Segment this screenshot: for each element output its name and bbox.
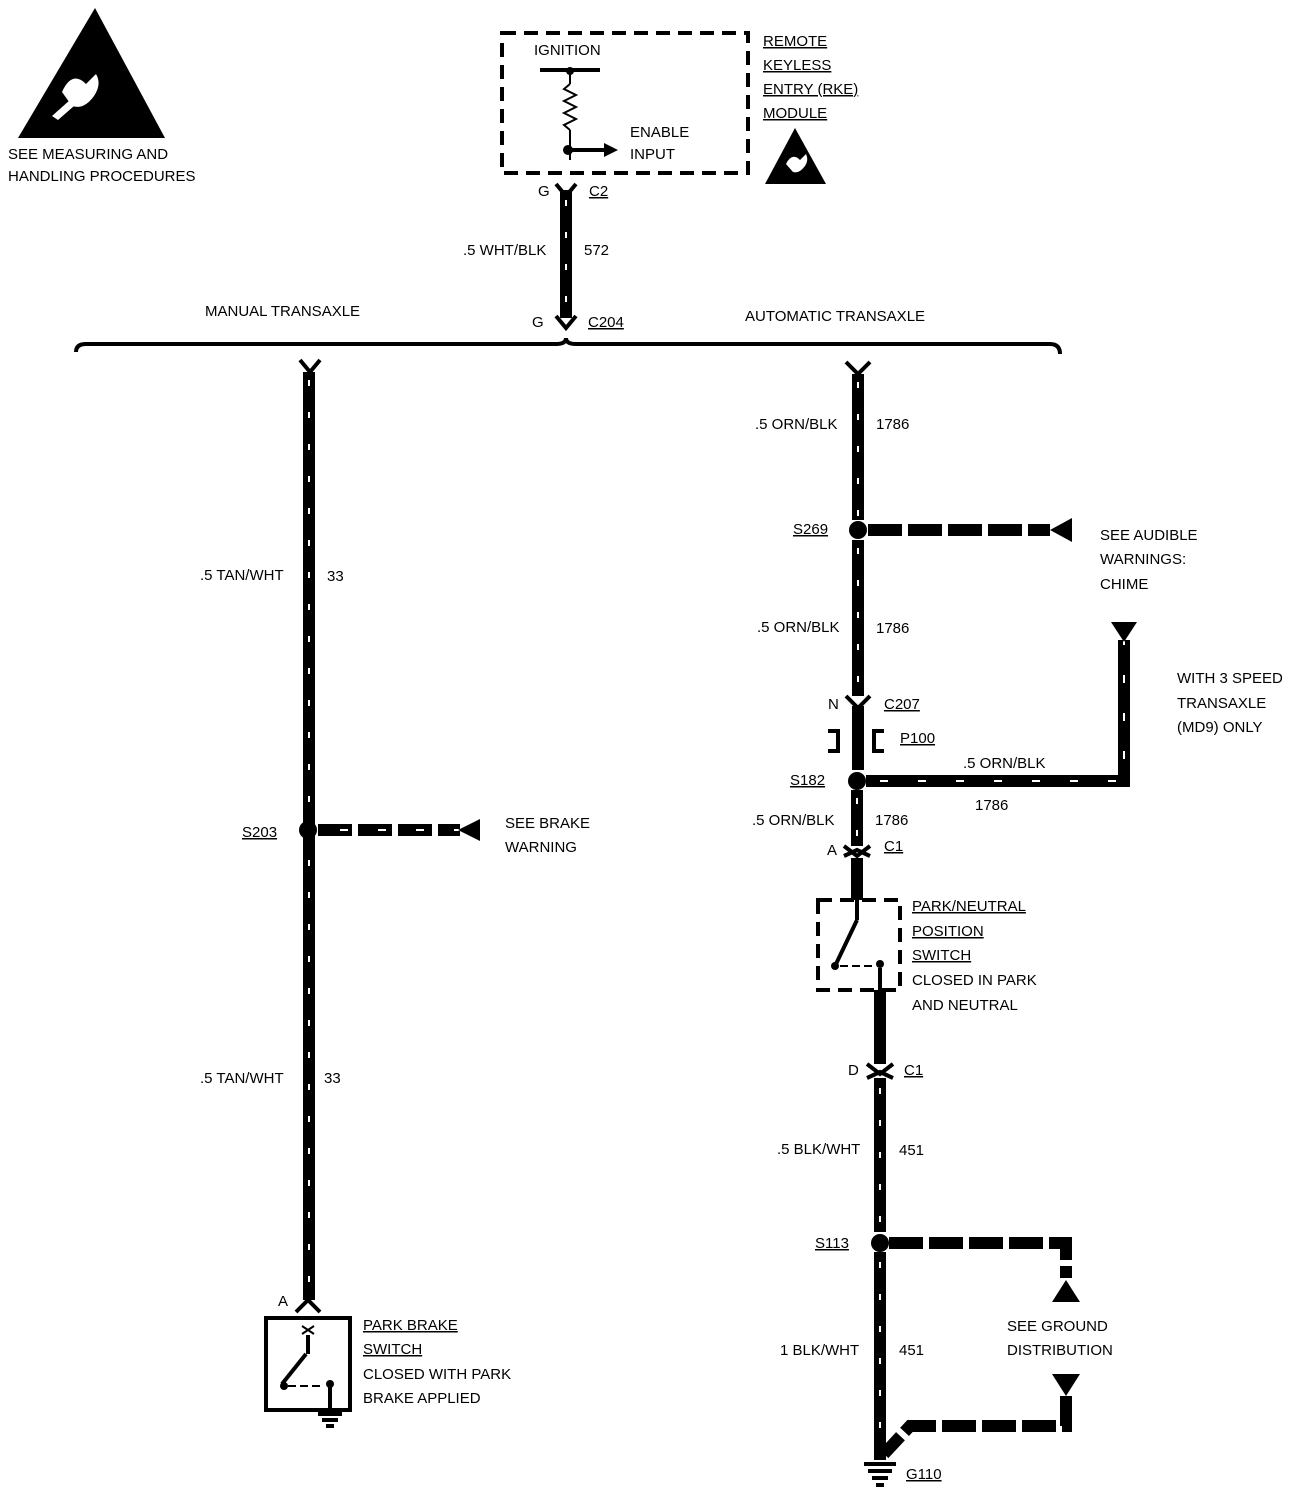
esd-notice-line2: HANDLING PROCEDURES: [8, 168, 196, 185]
wire-572-gauge: .5 WHT/BLK: [463, 242, 546, 259]
arrow-left-icon: [458, 819, 480, 841]
s182-label: S182: [790, 772, 825, 789]
wire-451-a-circuit: 451: [899, 1142, 924, 1159]
wire-33-bottom-circuit: 33: [324, 1070, 341, 1087]
park-brake-desc-line2: BRAKE APPLIED: [363, 1390, 481, 1407]
brake-warning-line1: SEE BRAKE: [505, 815, 590, 832]
c207-name: C207: [884, 696, 920, 713]
rke-module-box: [500, 31, 750, 175]
c204-name: C204: [588, 314, 624, 331]
brake-warning-line2: WARNING: [505, 839, 577, 856]
splice-s182: [848, 772, 866, 790]
enable-input-line2: INPUT: [630, 146, 675, 163]
enable-arrow-icon: [604, 143, 618, 157]
ground-return-branch: [879, 1396, 1072, 1459]
wire-33-top-gauge: .5 TAN/WHT: [200, 567, 284, 584]
s182-branch: [866, 640, 1130, 787]
wire-1786-a-gauge: .5 ORN/BLK: [755, 416, 838, 433]
esd-warning-small-icon: [765, 128, 826, 184]
splice-s203: [299, 821, 317, 839]
c204-pin: G: [532, 314, 544, 331]
s113-label: S113: [815, 1235, 849, 1252]
pn-title-line3: SWITCH: [912, 947, 971, 964]
audible-line1: SEE AUDIBLE: [1100, 527, 1198, 544]
branch-3spd-circuit: 1786: [975, 797, 1008, 814]
c1d-pin: D: [848, 1062, 859, 1079]
park-brake-pin: A: [278, 1293, 288, 1310]
c2-pin: G: [538, 183, 550, 200]
wire-1786-c-gauge: .5 ORN/BLK: [752, 812, 835, 829]
esd-notice-line1: SEE MEASURING AND: [8, 146, 168, 163]
switch-icon: [831, 900, 884, 990]
resistor-icon: [561, 83, 579, 131]
park-brake-switch-box: [264, 1316, 352, 1412]
wire-451-a-gauge: .5 BLK/WHT: [777, 1141, 860, 1158]
splice-s269: [849, 521, 867, 539]
c2-name: C2: [589, 183, 608, 200]
ground-dist-line1: SEE GROUND: [1007, 1318, 1108, 1335]
splice-s113: [871, 1234, 889, 1252]
wire-1786-a-circuit: 1786: [876, 416, 909, 433]
c204-connector-icon: [554, 314, 578, 332]
three-speed-line2: TRANSAXLE: [1177, 695, 1266, 712]
audible-line2: WARNINGS:: [1100, 551, 1186, 568]
rke-title-line2: KEYLESS: [763, 57, 831, 74]
park-brake-title-line2: SWITCH: [363, 1341, 422, 1358]
s203-label: S203: [242, 824, 277, 841]
three-speed-line1: WITH 3 SPEED: [1177, 670, 1283, 687]
c1a-name: C1: [884, 838, 903, 855]
s113-branch: [889, 1237, 1072, 1278]
pn-title-line2: POSITION: [912, 923, 984, 940]
c1d-name: C1: [904, 1062, 923, 1079]
arrow-down-icon: [1111, 622, 1137, 642]
rke-title-line3: ENTRY (RKE): [763, 81, 858, 98]
pn-title-line1: PARK/NEUTRAL: [912, 898, 1026, 915]
p100-connector-icon: [828, 729, 840, 753]
wire-33-top-circuit: 33: [327, 568, 344, 585]
arrow-up-icon: [1052, 1280, 1080, 1302]
rke-ignition-label: IGNITION: [534, 42, 601, 59]
ground-dist-line2: DISTRIBUTION: [1007, 1342, 1113, 1359]
park-brake-title-line1: PARK BRAKE: [363, 1317, 458, 1334]
g110-label: G110: [906, 1466, 942, 1483]
enable-input-line1: ENABLE: [630, 124, 689, 141]
rke-title-line4: MODULE: [763, 105, 827, 122]
pn-desc-line1: CLOSED IN PARK: [912, 972, 1037, 989]
wire-451-b-gauge: 1 BLK/WHT: [780, 1342, 859, 1359]
park-brake-desc-line1: CLOSED WITH PARK: [363, 1366, 511, 1383]
wire-1786-c-circuit: 1786: [875, 812, 908, 829]
wire-451-b-circuit: 451: [899, 1342, 924, 1359]
arrow-left-icon: [1050, 518, 1072, 542]
option-brace: [74, 337, 1062, 355]
audible-line3: CHIME: [1100, 576, 1148, 593]
switch-icon: [280, 1325, 334, 1412]
three-speed-line3: (MD9) ONLY: [1177, 719, 1263, 736]
pn-desc-line2: AND NEUTRAL: [912, 997, 1018, 1014]
ground-symbol-icon: [864, 1462, 896, 1487]
wire-1786-b-gauge: .5 ORN/BLK: [757, 619, 840, 636]
branch-3spd-gauge: .5 ORN/BLK: [963, 755, 1046, 772]
s269-label: S269: [793, 521, 828, 538]
pn-switch-box: [816, 898, 902, 992]
ground-symbol-icon: [318, 1412, 342, 1428]
wire-1786-b-circuit: 1786: [876, 620, 909, 637]
wire-33-bottom-gauge: .5 TAN/WHT: [200, 1070, 284, 1087]
c1a-pin: A: [827, 842, 837, 859]
p100-name: P100: [900, 730, 935, 747]
automatic-transaxle-label: AUTOMATIC TRANSAXLE: [745, 308, 925, 325]
esd-warning-icon: [18, 8, 165, 138]
arrow-down-icon: [1052, 1374, 1080, 1396]
wire-572-circuit: 572: [584, 242, 609, 259]
c207-pin: N: [828, 696, 839, 713]
manual-transaxle-label: MANUAL TRANSAXLE: [205, 303, 360, 320]
rke-title-line1: REMOTE: [763, 33, 827, 50]
